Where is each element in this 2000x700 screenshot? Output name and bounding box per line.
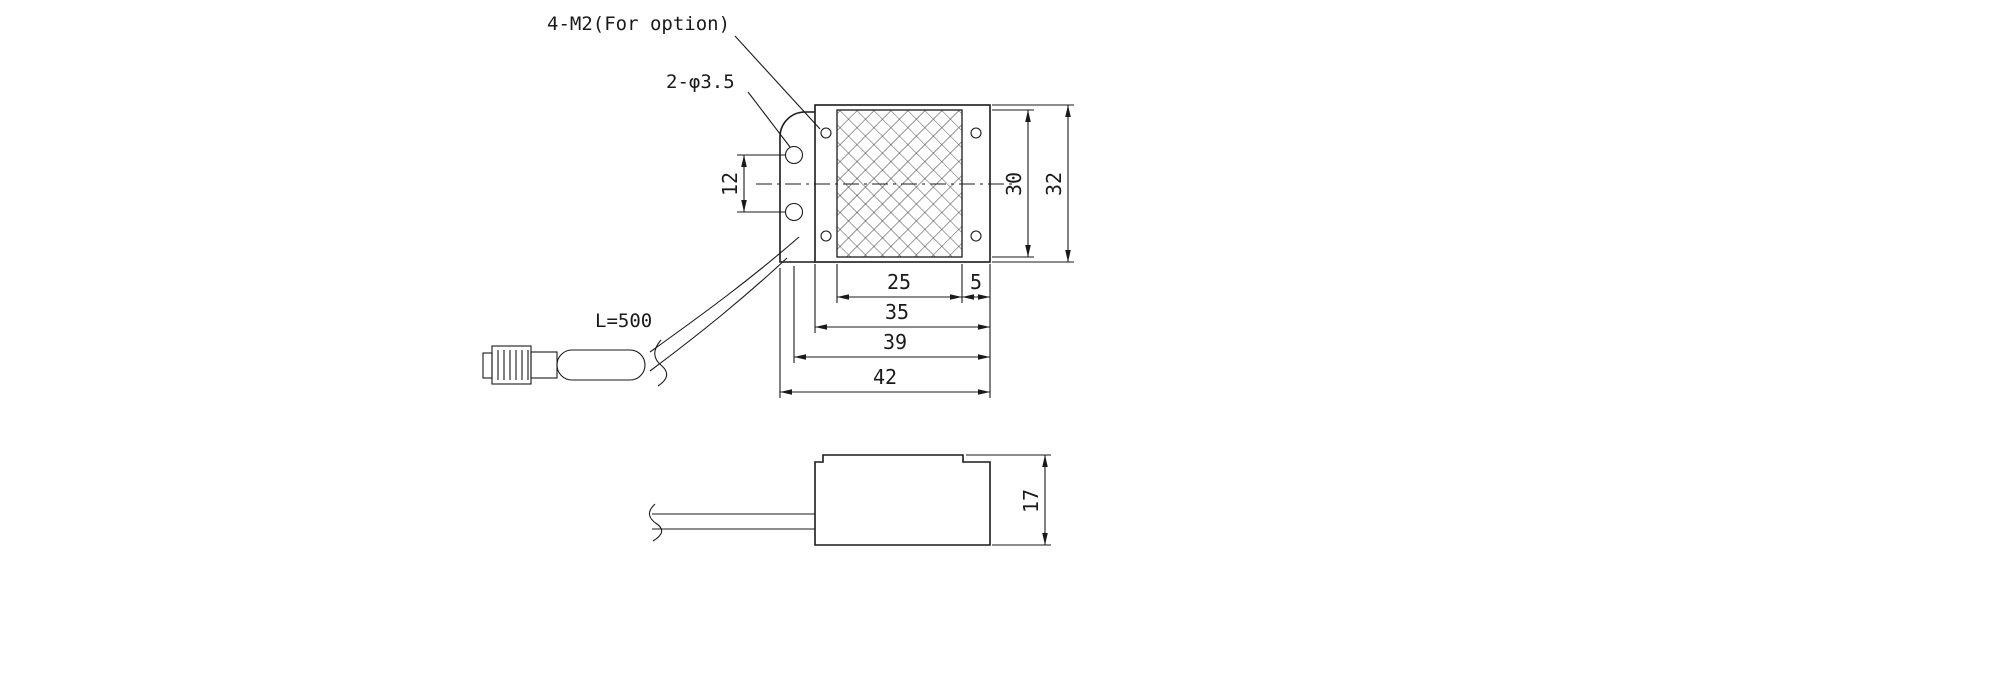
cable-assembly: L=500 [482, 236, 800, 387]
m2-hole-top-left [820, 127, 832, 139]
cable-line-lower [649, 257, 788, 372]
dimension-hole-to-edge-39: 39 [793, 266, 990, 363]
connector [482, 345, 646, 385]
connector-neck [530, 351, 558, 379]
dimension-side-height-17: 17 [966, 454, 1051, 546]
dimension-window-height-30: 30 [992, 109, 1034, 258]
side-body-outline [814, 454, 991, 546]
cable-length-label: L=500 [595, 310, 652, 332]
dimension-window-width-25: 25 [836, 264, 963, 303]
m2-hole-top-right [970, 127, 982, 139]
side-cable-break-mark [648, 503, 663, 542]
connector-rear-tab [482, 352, 493, 379]
dim-label-12: 12 [718, 172, 742, 196]
dim-label-42: 42 [873, 365, 897, 389]
mounting-holes-leader-line [747, 91, 791, 148]
dim-label-25: 25 [887, 270, 911, 294]
mounting-hole-upper [784, 145, 804, 165]
side-view: 17 [648, 454, 1051, 546]
mounting-holes-label: 2-φ3.5 [666, 71, 735, 93]
wire-seal [556, 349, 646, 381]
dim-label-5: 5 [970, 270, 982, 294]
mounting-ear-outline [779, 111, 815, 263]
option-holes-label: 4-M2(For option) [547, 13, 730, 35]
m2-hole-bottom-left [820, 230, 832, 242]
dim-label-30: 30 [1002, 172, 1026, 196]
dimension-hole-pitch-12: 12 [718, 154, 786, 213]
cable-line-upper [649, 236, 800, 353]
dim-label-35: 35 [885, 300, 909, 324]
dim-label-39: 39 [883, 330, 907, 354]
dim-label-32: 32 [1042, 172, 1066, 196]
dimension-body-width-35: 35 [814, 264, 990, 333]
dim-label-17: 17 [1019, 489, 1043, 513]
m2-hole-bottom-right [970, 230, 982, 242]
dimension-body-height-32: 32 [992, 104, 1074, 263]
cable-break-mark [654, 339, 668, 387]
dimension-edge-offset-5: 5 [962, 264, 991, 398]
connector-serration-lines [497, 350, 529, 380]
mounting-hole-lower [784, 202, 804, 222]
dimension-overall-width-42: 42 [779, 268, 990, 398]
front-view [756, 104, 1013, 263]
callouts: 4-M2(For option) 2-φ3.5 [547, 13, 821, 148]
option-holes-leader-line [734, 35, 821, 130]
